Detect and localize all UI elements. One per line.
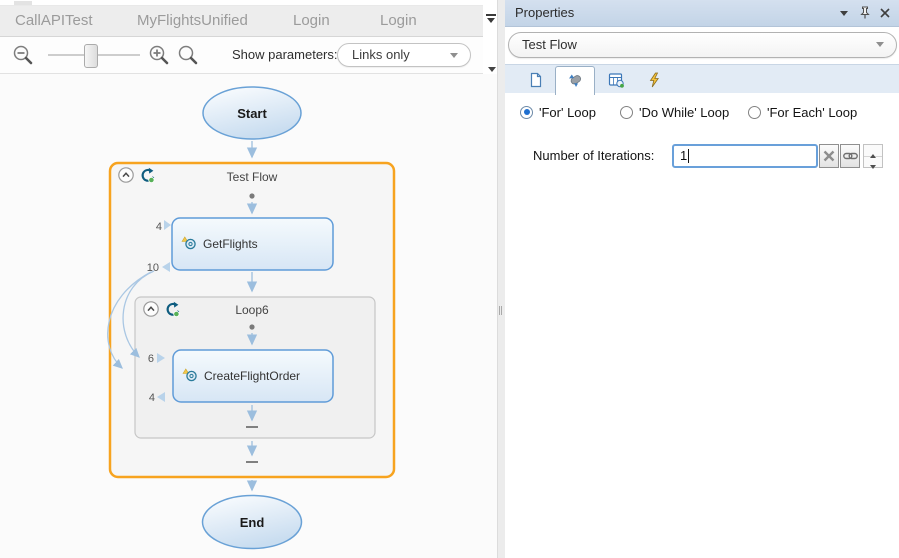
iterations-label: Number of Iterations:: [533, 148, 655, 163]
radio-do-while-loop[interactable]: 'Do While' Loop: [620, 104, 729, 120]
chevron-down-icon: [450, 53, 458, 58]
canvas-pane: CallAPITest MyFlightsUnified Login Login: [0, 0, 498, 558]
test-flow-collapse-icon[interactable]: [118, 167, 134, 183]
createflightorder-node[interactable]: CreateFlightOrder: [172, 349, 334, 403]
document-tab-bar: CallAPITest MyFlightsUnified Login Login: [0, 6, 483, 37]
properties-panel: Properties Test Flow: [505, 0, 899, 558]
radio-button-icon: [520, 105, 533, 119]
createflightorder-label: CreateFlightOrder: [204, 369, 300, 383]
panel-menu-icon[interactable]: [837, 5, 853, 21]
tab-callapitest[interactable]: CallAPITest: [15, 12, 93, 29]
top-strip: [0, 0, 483, 6]
tab-login-1[interactable]: Login: [293, 12, 330, 29]
tab-login-2[interactable]: Login: [380, 12, 417, 29]
getflights-ports: 4 10: [147, 220, 171, 274]
iterations-value: 1: [680, 148, 688, 163]
spin-down-button[interactable]: [864, 156, 882, 169]
clear-value-button[interactable]: [819, 144, 839, 168]
radio-for-loop[interactable]: 'For' Loop: [520, 104, 596, 120]
show-parameters-label: Show parameters:: [232, 47, 338, 62]
test-flow-label: Test Flow: [227, 170, 278, 184]
end-label: End: [240, 515, 265, 530]
tab-events[interactable]: [635, 68, 673, 93]
show-parameters-value: Links only: [352, 47, 410, 62]
tab-loop-properties[interactable]: [555, 66, 595, 95]
start-label: Start: [237, 106, 267, 121]
toolbar-overflow-icon[interactable]: [488, 67, 496, 72]
zoom-out-icon[interactable]: [12, 44, 34, 66]
iterations-row: Number of Iterations: 1: [505, 143, 899, 169]
loop6-label: Loop6: [235, 303, 269, 317]
iterations-spinner: [863, 144, 883, 169]
show-parameters-select[interactable]: Links only: [337, 43, 471, 67]
zoom-slider-thumb[interactable]: [84, 44, 98, 68]
text-caret: [688, 149, 689, 163]
properties-tab-strip: [505, 64, 899, 95]
loop-back-links: [107, 270, 155, 369]
properties-title: Properties: [515, 5, 575, 20]
top-notch: [14, 1, 32, 5]
pin-icon[interactable]: [857, 5, 873, 21]
test-flow-loop-icon: [141, 167, 155, 184]
web-service-step-icon: [182, 368, 197, 382]
tab-myflightsunified[interactable]: MyFlightsUnified: [137, 12, 248, 29]
zoom-in-icon[interactable]: [148, 44, 170, 66]
spin-up-button[interactable]: [864, 145, 882, 158]
createflightorder-ports: 6 4: [148, 353, 165, 404]
loop-type-group: 'For' Loop 'Do While' Loop 'For Each' Lo…: [520, 104, 890, 120]
loop-properties-content: 'For' Loop 'Do While' Loop 'For Each' Lo…: [505, 93, 899, 558]
end-node[interactable]: End: [201, 494, 303, 550]
svg-text:4: 4: [149, 392, 155, 404]
link-parameter-button[interactable]: [840, 144, 860, 168]
splitter-grip-icon: [499, 306, 503, 315]
tab-data-sources[interactable]: [597, 68, 635, 93]
chevron-down-icon: [876, 42, 884, 47]
getflights-label: GetFlights: [203, 237, 258, 251]
loop6-loop-icon: [166, 301, 180, 318]
getflights-node[interactable]: GetFlights: [171, 217, 334, 271]
loop6-collapse-icon[interactable]: [143, 301, 159, 317]
target-step-value: Test Flow: [522, 37, 577, 52]
svg-text:4: 4: [156, 221, 162, 233]
flow-canvas[interactable]: Start Test Flow GetFlig: [0, 74, 497, 558]
web-service-step-icon: [181, 236, 196, 250]
svg-text:6: 6: [148, 353, 154, 365]
magnifier-icon[interactable]: [177, 44, 199, 66]
flow-connectors: [246, 193, 258, 463]
svg-text:10: 10: [147, 262, 159, 274]
radio-button-icon: [620, 105, 633, 119]
iterations-input[interactable]: 1: [672, 144, 818, 168]
start-node[interactable]: Start: [202, 86, 302, 140]
canvas-toolbar: Show parameters: Links only: [0, 37, 483, 74]
target-step-selector[interactable]: Test Flow: [508, 32, 897, 58]
close-icon[interactable]: [877, 5, 893, 21]
tab-list-icon[interactable]: [484, 12, 498, 26]
radio-for-each-loop[interactable]: 'For Each' Loop: [748, 104, 857, 120]
radio-button-icon: [748, 105, 761, 119]
properties-header: Properties: [505, 0, 899, 27]
tab-general[interactable]: [517, 68, 555, 93]
